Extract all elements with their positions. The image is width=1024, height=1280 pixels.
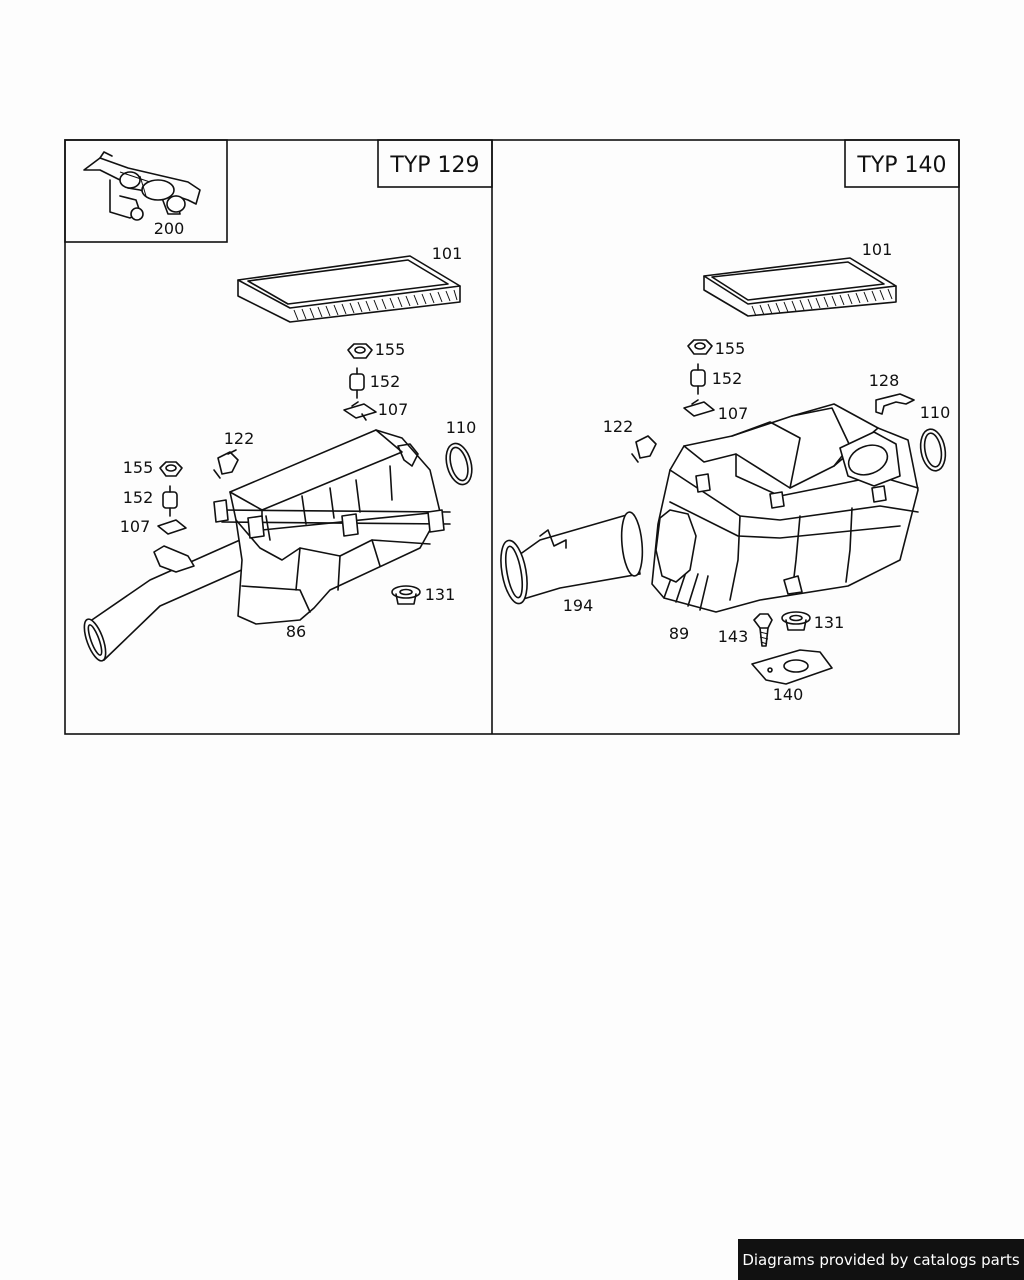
inset-box — [64, 139, 228, 243]
clip-107-upper-left — [343, 401, 377, 421]
valve-assembly-200 — [83, 151, 201, 221]
part-label-131-left: 131 — [425, 585, 456, 604]
part-label-89: 89 — [669, 624, 689, 643]
part-label-155-lower-left: 155 — [123, 458, 154, 477]
air-filter-101-right — [703, 257, 897, 317]
part-label-101-right: 101 — [862, 240, 893, 259]
part-label-101-left: 101 — [432, 244, 463, 263]
type-label-box-129 — [377, 139, 493, 188]
type-label-140: TYP 140 — [856, 153, 946, 178]
diagram-frame — [64, 139, 960, 735]
rubber-buffer-152-upper-left — [349, 367, 365, 399]
part-label-131-right: 131 — [814, 613, 845, 632]
part-label-140: 140 — [773, 685, 804, 704]
part-label-143: 143 — [718, 627, 749, 646]
grommet-131-right — [781, 611, 811, 631]
grommet-131-left — [391, 585, 421, 605]
part-label-107-lower-left: 107 — [120, 517, 151, 536]
bracket-128 — [875, 393, 915, 415]
intake-duct-left — [83, 539, 247, 662]
credit-banner: Diagrams provided by catalogs parts — [738, 1239, 1024, 1280]
part-label-155-right: 155 — [715, 339, 746, 358]
part-label-155-upper-left: 155 — [375, 340, 406, 359]
part-label-122-left: 122 — [224, 429, 255, 448]
panel-typ-140: TYP 140 101 155 152 107 128 — [500, 139, 960, 704]
rubber-buffer-152-right — [690, 363, 706, 395]
part-label-107-upper-left: 107 — [378, 400, 409, 419]
bolt-143 — [753, 613, 773, 647]
part-label-110-left: 110 — [446, 418, 477, 437]
type-label-129: TYP 129 — [389, 153, 479, 178]
nut-155-right — [687, 339, 713, 355]
nut-155-upper-left — [347, 343, 373, 359]
part-label-152-upper-left: 152 — [370, 372, 401, 391]
mounting-plate-140 — [751, 649, 833, 685]
air-filter-101-left — [237, 255, 461, 323]
part-label-152-right: 152 — [712, 369, 743, 388]
rubber-buffer-152-lower-left — [162, 485, 178, 517]
part-label-128: 128 — [869, 371, 900, 390]
intake-duct-194 — [500, 511, 644, 605]
filter-housing-89 — [651, 403, 919, 613]
clamp-122-right — [631, 435, 657, 463]
panel-typ-129: TYP 129 200 101 155 — [64, 139, 493, 662]
part-label-110-right: 110 — [920, 403, 951, 422]
part-label-152-lower-left: 152 — [123, 488, 154, 507]
part-label-107-right: 107 — [718, 404, 749, 423]
clamp-122-left — [213, 449, 239, 479]
clip-107-lower-left — [157, 519, 187, 535]
part-label-194: 194 — [563, 596, 594, 615]
sealing-ring-110-right — [919, 428, 947, 472]
part-label-122-right: 122 — [603, 417, 634, 436]
part-label-200: 200 — [154, 219, 185, 238]
filter-housing-86 — [213, 429, 451, 625]
nut-155-lower-left — [159, 461, 183, 477]
clip-107-right — [683, 399, 715, 417]
part-label-86: 86 — [286, 622, 306, 641]
type-label-box-140 — [844, 139, 960, 188]
sealing-ring-110-left — [445, 442, 473, 486]
